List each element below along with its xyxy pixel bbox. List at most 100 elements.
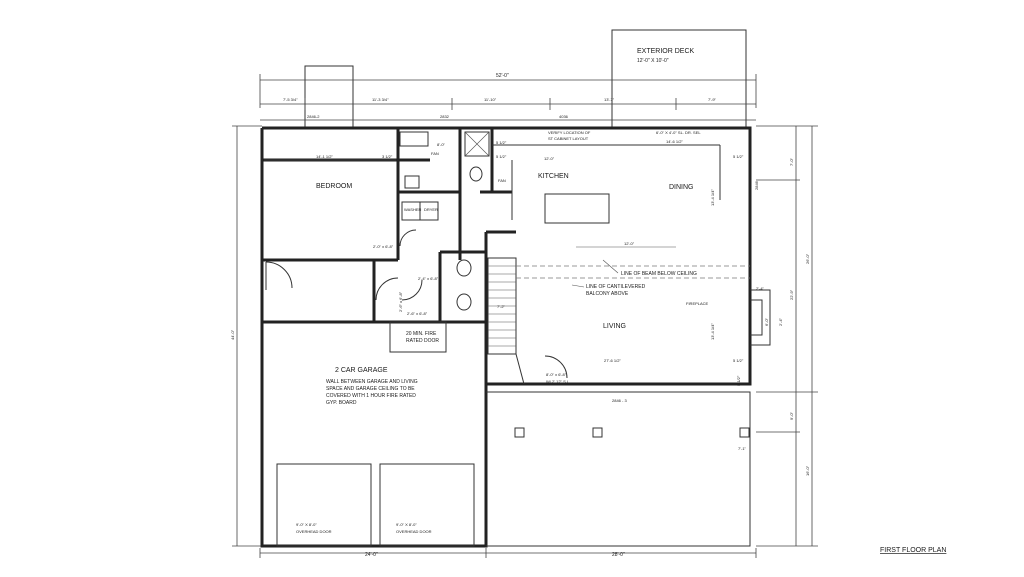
dim-bottom-left: 24'-0" — [365, 552, 378, 558]
dim-12-0-b: 12'-0" — [624, 241, 635, 246]
dim-5-1-2-e: 5 1/2" — [736, 375, 741, 386]
left-dimensions: 44'-0" — [230, 125, 262, 547]
dim-right-4: 9'-0" — [789, 411, 794, 420]
beam-lines — [516, 246, 750, 288]
chimney — [304, 65, 354, 128]
stairs — [487, 257, 525, 385]
note-garage-4: GYP. BOARD — [326, 400, 357, 406]
dim-fp-6-0: 6'-0" — [764, 317, 769, 326]
dim-fp-2-4-b: 2'-4" — [778, 317, 783, 326]
vanity — [399, 131, 429, 147]
dim-13-4: 13'-4 1/4" — [710, 189, 715, 206]
note-fire-door-1: 20 MIN. FIRE — [406, 331, 437, 337]
shower — [464, 131, 490, 157]
dim-27-6: 27'-6 1/2" — [604, 358, 621, 363]
dim-5-1-2-a: 5 1/2" — [496, 140, 507, 145]
fireplace — [750, 289, 771, 346]
room-bedroom: BEDROOM — [316, 183, 352, 190]
toilet-2 — [456, 259, 472, 277]
dim-win-3: 4036 — [559, 114, 569, 119]
plan-title: FIRST FLOOR PLAN — [880, 547, 946, 554]
room-dining: DINING — [669, 184, 694, 191]
garage-doors — [276, 463, 475, 547]
dryer — [419, 201, 439, 221]
dim-win-2: 2832 — [440, 114, 450, 119]
dim-win-1: 2846-2 — [307, 114, 320, 119]
dim-bedroom-w: 14'-1 1/2" — [316, 154, 333, 159]
exterior-deck-size: 12'-0" X 10'-0" — [637, 58, 669, 64]
note-slider-2: W/ 2' 12" S.L. — [546, 379, 570, 384]
kitchen-island — [544, 193, 610, 224]
note-balcony-1: LINE OF CANTILEVERED — [586, 284, 646, 290]
dim-top-5: 7'-9" — [708, 97, 717, 102]
note-balcony-2: BALCONY ABOVE — [586, 291, 629, 297]
porch-post-2 — [592, 427, 603, 438]
dim-12-0: 12'-0" — [544, 156, 555, 161]
dim-2-6-68-b: 2'-6" x 6'-8" — [398, 291, 403, 312]
exterior-deck-title: EXTERIOR DECK — [637, 48, 695, 55]
note-garage-1: WALL BETWEEN GARAGE AND LIVING — [326, 379, 418, 385]
dim-top-3: 11'-10" — [484, 97, 497, 102]
note-fire-door-2: RATED DOOR — [406, 338, 439, 344]
room-living: LIVING — [603, 323, 626, 330]
exterior-deck: EXTERIOR DECK 12'-0" X 10'-0" — [611, 29, 747, 128]
label-washer: WASHER — [404, 207, 422, 212]
dim-bottom-right: 28'-0" — [612, 552, 625, 558]
dim-5-1-2-d: 5 1/2" — [733, 358, 744, 363]
note-window-tag: 6'-0" X 4'-0" SL. DR. SEL — [656, 130, 701, 135]
label-fan-2: FAN — [498, 178, 506, 183]
dim-13-4-b: 13'-4 1/4" — [710, 323, 715, 340]
fire-door-box — [389, 321, 447, 353]
dim-right-2: 26'-0" — [805, 253, 810, 264]
right-dimensions: 7'-0" 26'-0" 22'-9" 9'-0" 16'-0" — [756, 125, 818, 547]
label-dryer: DRYER — [424, 207, 438, 212]
note-garage-3: COVERED WITH 1 HOUR FIRE RATED — [326, 393, 416, 399]
dim-right-5: 16'-0" — [805, 465, 810, 476]
dim-16-6: 14'-6 1/2" — [666, 139, 683, 144]
room-garage: 2 CAR GARAGE — [335, 367, 388, 374]
dim-2-4-68: 2'-4" x 6'-8" — [418, 276, 439, 281]
note-cabinet-2: ST CABINET LAYOUT — [548, 136, 589, 141]
porch-post-1 — [514, 427, 525, 438]
interior-walls — [262, 128, 721, 384]
dim-2846-3: 2846 - 3 — [612, 398, 627, 403]
dim-left-overall: 44'-0" — [230, 329, 235, 340]
dim-top-2: 11'-3 3/4" — [372, 97, 389, 102]
note-overhead-1b: OVERHEAD DOOR — [296, 529, 332, 534]
dim-7-2: 7'-2" — [497, 304, 506, 309]
dim-post: 7'-1" — [738, 446, 747, 451]
room-kitchen: KITCHEN — [538, 173, 569, 180]
note-garage-2: SPACE AND GARAGE CEILING TO BE — [326, 386, 415, 392]
interior-dimensions: 14'-1 1/2" 3 1/2" 8'-0" 5 1/2" 5 1/2" 12… — [264, 139, 783, 403]
porch: 7'-1" — [486, 391, 751, 547]
dim-right-1: 7'-0" — [789, 157, 794, 166]
top-dimensions: 52'-0" 7'-5 3/4" 11'-3 3/4" 11'-10" 13'-… — [259, 73, 757, 121]
dim-3-1-2: 3 1/2" — [382, 154, 393, 159]
toilet-1 — [469, 166, 483, 182]
dim-2-6-68: 2'-6" x 6'-8" — [407, 311, 428, 316]
dim-5-1-2-b: 5 1/2" — [496, 154, 507, 159]
note-overhead-2b: OVERHEAD DOOR — [396, 529, 432, 534]
dim-2846: 2846 — [754, 180, 759, 190]
room-fireplace: FIREPLACE — [686, 301, 709, 306]
dim-right-3: 22'-9" — [789, 289, 794, 300]
note-slider-1: 8'-0" x 6'-8" — [546, 372, 567, 377]
dim-top-1: 7'-5 3/4" — [283, 97, 298, 102]
label-fan-1: FAN — [431, 151, 439, 156]
bottom-dimensions: 24'-0" 28'-0" — [259, 548, 757, 558]
dim-overall-top: 52'-0" — [496, 73, 509, 79]
note-overhead-2a: 9'-0" X 8'-0" — [396, 522, 417, 527]
dim-2-0-68: 2'-0" x 6'-8" — [373, 244, 394, 249]
dim-8-0: 8'-0" — [437, 142, 446, 147]
note-beam: LINE OF BEAM BELOW CEILING — [621, 271, 697, 277]
note-cabinet-1: VERIFY LOCATION OF — [548, 130, 591, 135]
porch-post-3 — [739, 427, 750, 438]
toilet-3 — [456, 293, 472, 311]
dim-top-4: 13'-7" — [604, 97, 615, 102]
note-overhead-1a: 9'-0" X 8'-0" — [296, 522, 317, 527]
dim-5-1-2-c: 5 1/2" — [733, 154, 744, 159]
dim-fp-2-4: 2'-4" — [756, 286, 765, 291]
fixtures — [265, 131, 771, 379]
sink-1 — [404, 175, 420, 189]
